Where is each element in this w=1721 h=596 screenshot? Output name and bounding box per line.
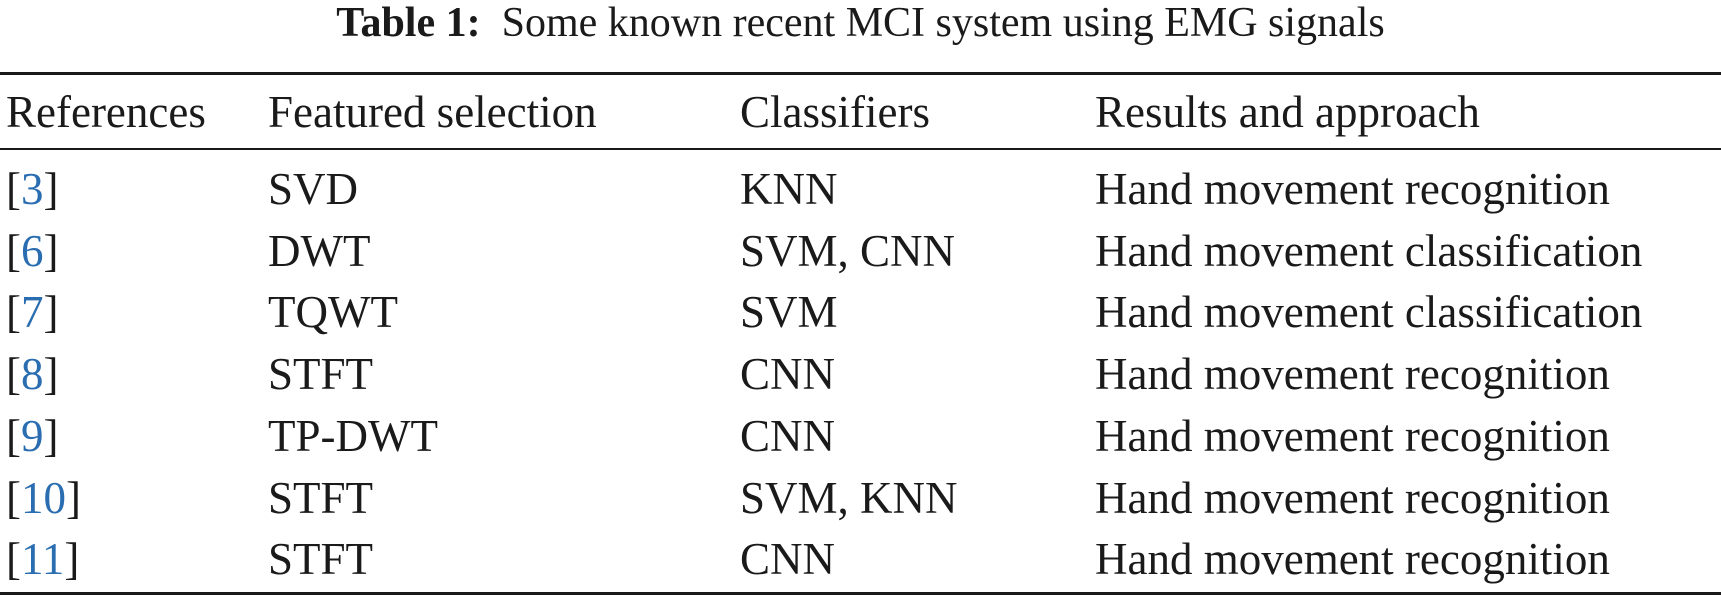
- feature-cell: STFT: [268, 534, 374, 585]
- bracket-open: [: [6, 225, 21, 276]
- classifier-cell: CNN: [740, 349, 836, 400]
- reference-cell: [11]: [6, 531, 79, 587]
- header-rule: [0, 148, 1721, 150]
- top-rule: [0, 72, 1721, 75]
- reference-cell: [6]: [6, 223, 59, 279]
- feature-cell: STFT: [268, 349, 374, 400]
- header-classifiers: Classifiers: [740, 87, 930, 137]
- bracket-close: ]: [43, 410, 59, 461]
- reference-link[interactable]: 9: [21, 410, 44, 461]
- reference-link[interactable]: 3: [21, 164, 44, 214]
- reference-cell: [10]: [6, 470, 81, 526]
- classifier-cell: SVM, CNN: [740, 225, 956, 276]
- bracket-close: ]: [64, 534, 80, 585]
- bracket-close: ]: [43, 287, 59, 338]
- reference-link[interactable]: 7: [21, 287, 44, 338]
- bracket-close: ]: [43, 349, 59, 400]
- caption-text: Some known recent MCI system using EMG s…: [501, 0, 1385, 46]
- classifier-cell: CNN: [740, 534, 836, 585]
- classifier-cell: SVM, KNN: [740, 472, 958, 523]
- reference-link[interactable]: 6: [21, 225, 44, 276]
- bracket-close: ]: [43, 164, 59, 214]
- bottom-rule: [0, 592, 1721, 595]
- table-row: [11] STFT CNN Hand movement recognition: [0, 531, 1721, 587]
- result-cell: Hand movement recognition: [1095, 410, 1610, 461]
- reference-cell: [7]: [6, 284, 59, 340]
- classifier-cell: KNN: [740, 164, 838, 214]
- reference-cell: [8]: [6, 346, 59, 402]
- bracket-close: ]: [43, 225, 59, 276]
- table-row: [7] TQWT SVM Hand movement classification: [0, 284, 1721, 340]
- header-featured-selection: Featured selection: [268, 87, 597, 137]
- bracket-open: [: [6, 410, 21, 461]
- reference-link[interactable]: 8: [21, 349, 44, 400]
- table-caption: Table 1: Some known recent MCI system us…: [0, 0, 1721, 46]
- classifier-cell: CNN: [740, 410, 836, 461]
- header-results-approach: Results and approach: [1095, 87, 1480, 137]
- table-row: [6] DWT SVM, CNN Hand movement classificati…: [0, 223, 1721, 279]
- bracket-close: ]: [66, 472, 81, 523]
- table-row: [8] STFT CNN Hand movement recognition: [0, 346, 1721, 402]
- table-header-row: References Featured selection Classifier…: [0, 84, 1721, 140]
- result-cell: Hand movement recognition: [1095, 164, 1610, 214]
- result-cell: Hand movement recognition: [1095, 534, 1610, 585]
- bracket-open: [: [6, 472, 21, 523]
- bracket-open: [: [6, 164, 21, 214]
- feature-cell: DWT: [268, 225, 371, 276]
- feature-cell: TQWT: [268, 287, 398, 338]
- result-cell: Hand movement recognition: [1095, 349, 1610, 400]
- feature-cell: STFT: [268, 472, 374, 523]
- caption-label: Table 1:: [336, 0, 481, 46]
- header-references: References: [6, 87, 206, 137]
- reference-cell: [9]: [6, 408, 59, 464]
- bracket-open: [: [6, 534, 21, 585]
- bracket-open: [: [6, 287, 21, 338]
- reference-link[interactable]: 10: [21, 472, 66, 523]
- result-cell: Hand movement classification: [1095, 287, 1643, 338]
- result-cell: Hand movement classification: [1095, 225, 1643, 276]
- bracket-open: [: [6, 349, 21, 400]
- reference-link[interactable]: 11: [21, 534, 65, 585]
- feature-cell: TP-DWT: [268, 410, 438, 461]
- classifier-cell: SVM: [740, 287, 838, 338]
- table-row: [3] SVD KNN Hand movement recognition: [0, 161, 1721, 217]
- result-cell: Hand movement recognition: [1095, 472, 1610, 523]
- table-row: [10] STFT SVM, KNN Hand movement recognitio…: [0, 470, 1721, 526]
- table-row: [9] TP-DWT CNN Hand movement recognition: [0, 408, 1721, 464]
- feature-cell: SVD: [268, 164, 359, 214]
- reference-cell: [3]: [6, 161, 59, 217]
